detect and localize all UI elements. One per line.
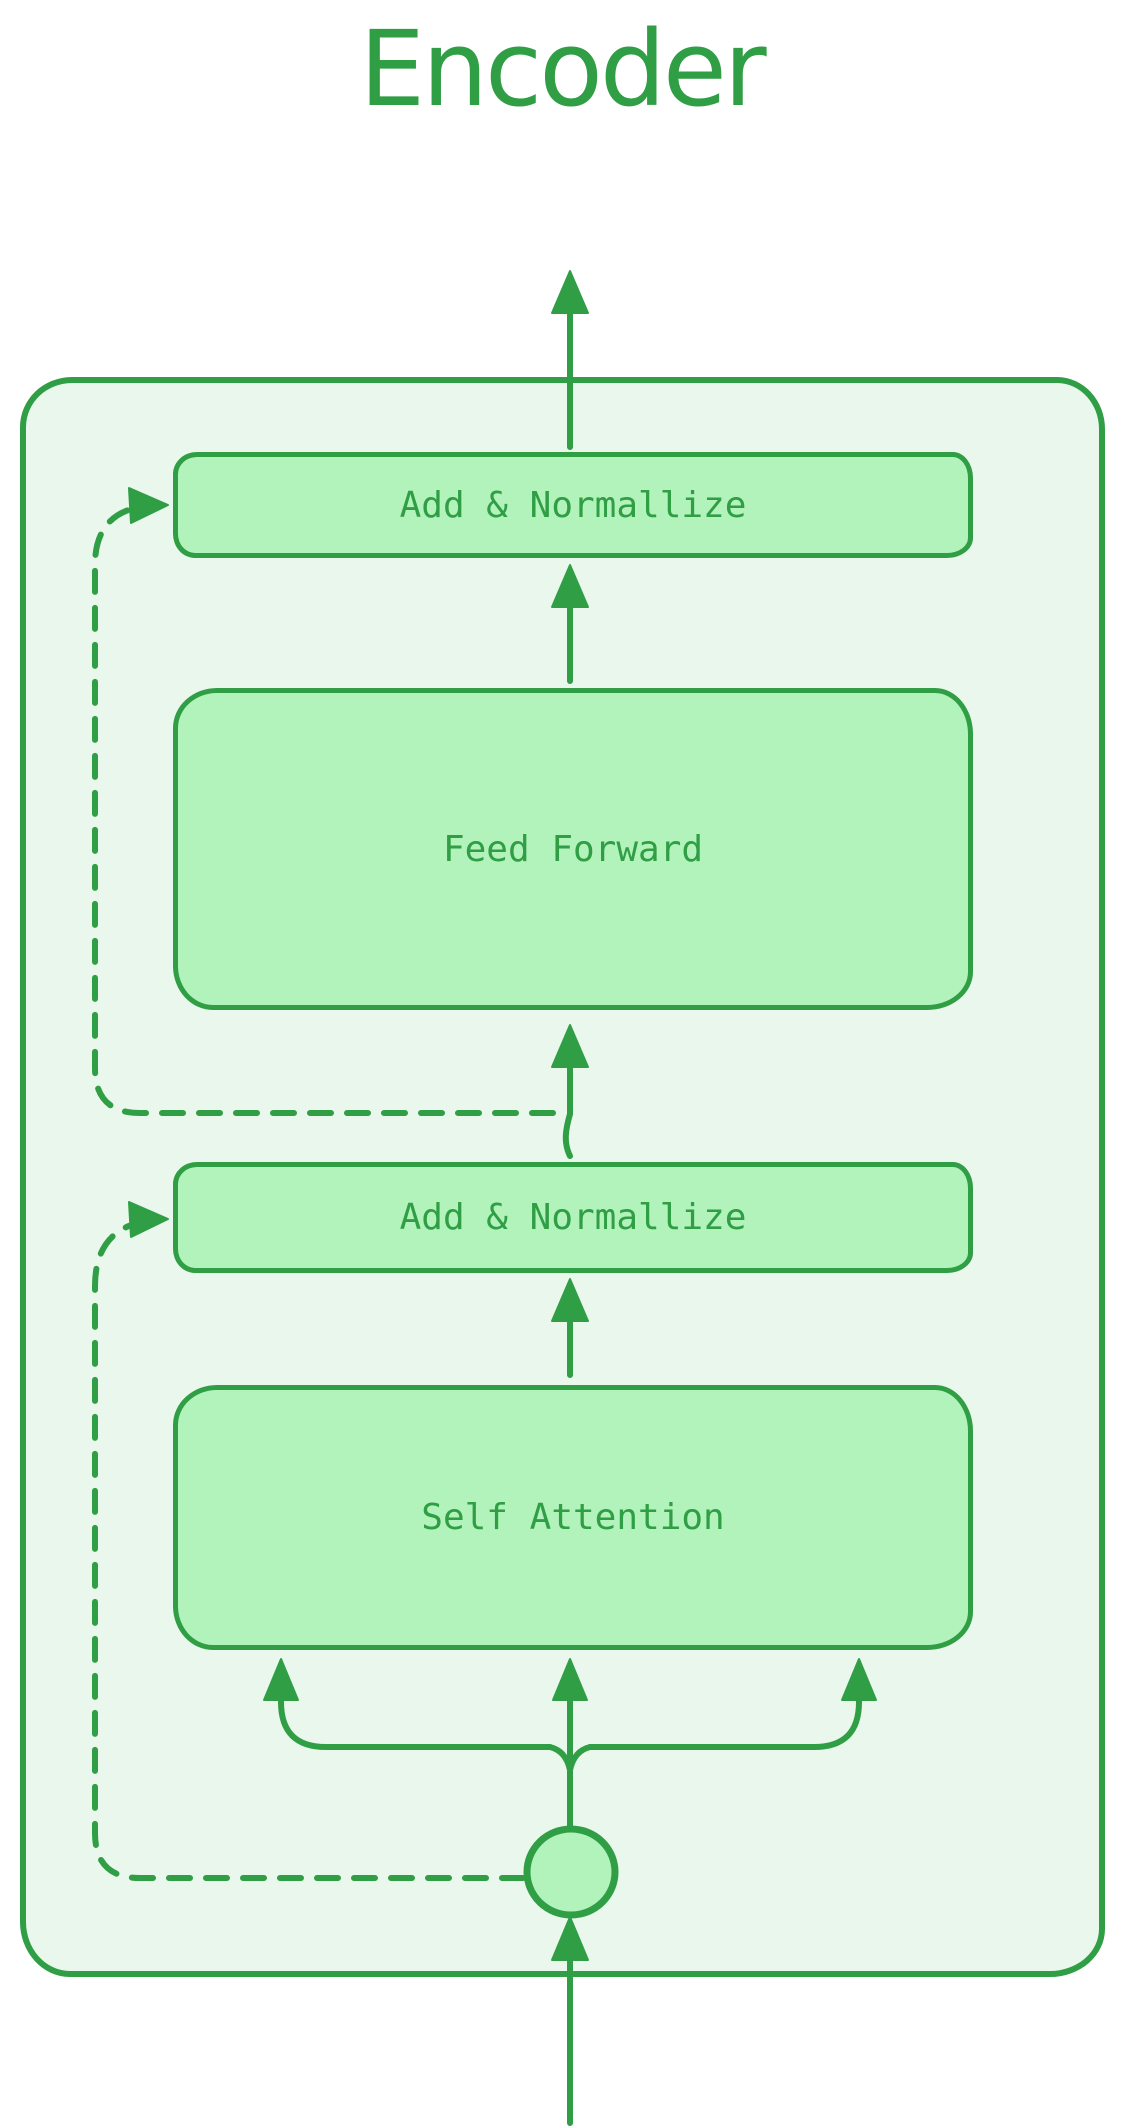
node-add-normalize-top-label: Add & Normallize (399, 484, 747, 526)
node-feed-forward-label: Feed Forward (442, 828, 704, 870)
node-feed-forward: Feed Forward (173, 688, 973, 1010)
node-self-attention-label: Self Attention (421, 1497, 725, 1538)
node-add-normalize-top: Add & Normallize (173, 452, 973, 558)
node-self-attention: Self Attention (173, 1385, 973, 1650)
node-add-normalize-bottom: Add & Normallize (173, 1162, 973, 1273)
diagram-title: Encoder (359, 8, 766, 130)
node-add-normalize-bottom-label: Add & Normallize (399, 1197, 747, 1238)
